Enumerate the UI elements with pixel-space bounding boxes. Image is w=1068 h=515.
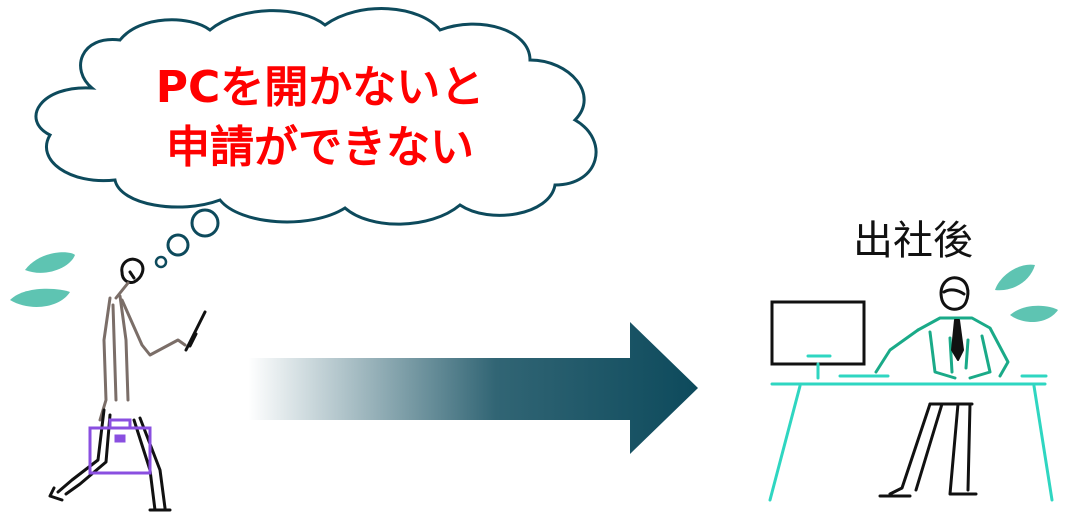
gradient-arrow-icon xyxy=(248,322,698,454)
thought-line-2: 申請ができない xyxy=(166,122,474,173)
thought-dot-large xyxy=(190,208,220,238)
briefcase-icon xyxy=(88,418,152,475)
thought-bubble-text: PCを開かないと 申請ができない xyxy=(110,58,530,178)
thought-line-1: PCを開かないと xyxy=(155,62,485,113)
thought-dot-medium xyxy=(166,233,190,257)
sweat-drops-right-icon xyxy=(995,264,1058,323)
sweat-drops-left-icon xyxy=(10,252,75,307)
thought-cloud xyxy=(34,7,598,226)
after-office-label: 出社後 xyxy=(853,218,973,264)
computer-monitor-icon xyxy=(770,300,890,380)
thought-dot-small xyxy=(154,255,168,269)
office-worker-icon xyxy=(768,276,1054,502)
